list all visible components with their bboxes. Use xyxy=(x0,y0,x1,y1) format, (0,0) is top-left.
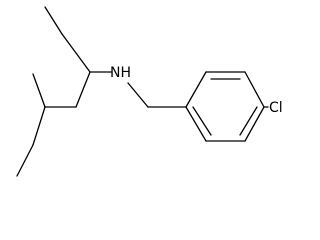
ring-bond-4 xyxy=(244,106,265,142)
bond-chain-terminal xyxy=(16,144,34,177)
bond-chain-3 xyxy=(32,106,46,146)
bond-ethyl-methylene xyxy=(61,33,91,73)
ring-double-bond-right xyxy=(239,106,258,136)
bond-methyl-branch xyxy=(32,73,46,108)
amine-label: NH xyxy=(110,65,131,81)
ring-bond-3 xyxy=(244,71,265,108)
ring-double-bond-left xyxy=(192,106,212,136)
ring-bond-6 xyxy=(185,106,207,142)
chlorine-label: Cl xyxy=(269,100,283,116)
ring-bond-1 xyxy=(185,71,207,108)
bond-ethyl-terminal xyxy=(44,6,63,35)
bond-chain-1 xyxy=(75,71,91,108)
skeletal-structure-diagram: NH Cl xyxy=(16,6,283,177)
bond-nitrogen-benzyl xyxy=(127,82,149,108)
